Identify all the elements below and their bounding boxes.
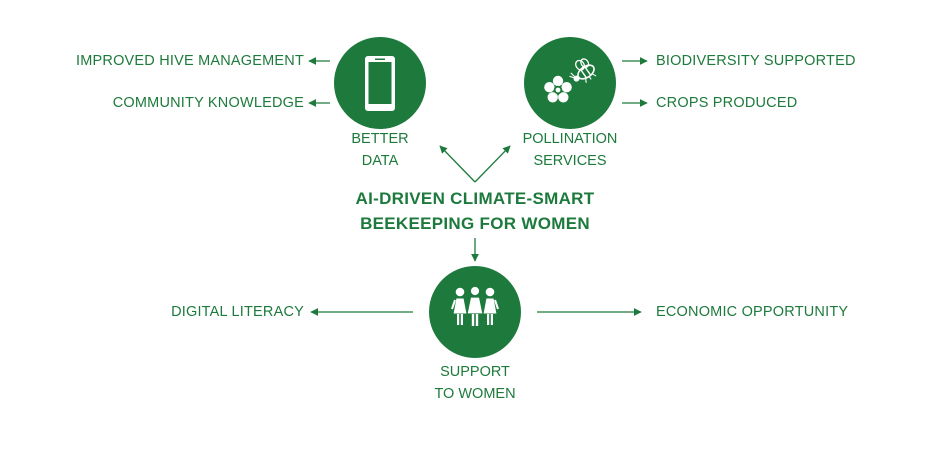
center-title-line1: AI-DRIVEN CLIMATE-SMART — [355, 189, 595, 208]
output-improved-hive-management: IMPROVED HIVE MANAGEMENT — [76, 53, 304, 69]
output-crops-produced: CROPS PRODUCED — [656, 95, 798, 111]
output-biodiversity-supported: BIODIVERSITY SUPPORTED — [656, 53, 856, 69]
better-data-node — [334, 37, 426, 129]
pollination-node — [524, 37, 616, 129]
women-group-icon — [451, 285, 499, 326]
center-title-line2: BEEKEEPING FOR WOMEN — [360, 214, 590, 233]
output-community-knowledge: COMMUNITY KNOWLEDGE — [112, 95, 304, 111]
smartphone-icon — [365, 56, 395, 111]
pollination-label: POLLINATION SERVICES — [500, 128, 640, 172]
flower-bee-icon — [544, 58, 597, 103]
pollination-label-line2: SERVICES — [533, 153, 607, 169]
support-women-label: SUPPORT TO WOMEN — [405, 361, 545, 405]
output-economic-opportunity: ECONOMIC OPPORTUNITY — [656, 304, 849, 320]
support-women-label-line2: TO WOMEN — [434, 386, 516, 402]
center-title: AI-DRIVEN CLIMATE-SMART BEEKEEPING FOR W… — [300, 186, 650, 236]
output-digital-literacy: DIGITAL LITERACY — [171, 304, 304, 320]
pollination-label-line1: POLLINATION — [522, 131, 618, 147]
support-women-label-line1: SUPPORT — [440, 364, 510, 380]
support-women-node — [429, 266, 521, 358]
better-data-label-line2: DATA — [361, 153, 399, 169]
arrow-to-pollination — [474, 145, 511, 183]
arrow-to-better-data — [439, 145, 476, 183]
better-data-label: BETTER DATA — [320, 128, 440, 172]
better-data-label-line1: BETTER — [351, 131, 409, 147]
